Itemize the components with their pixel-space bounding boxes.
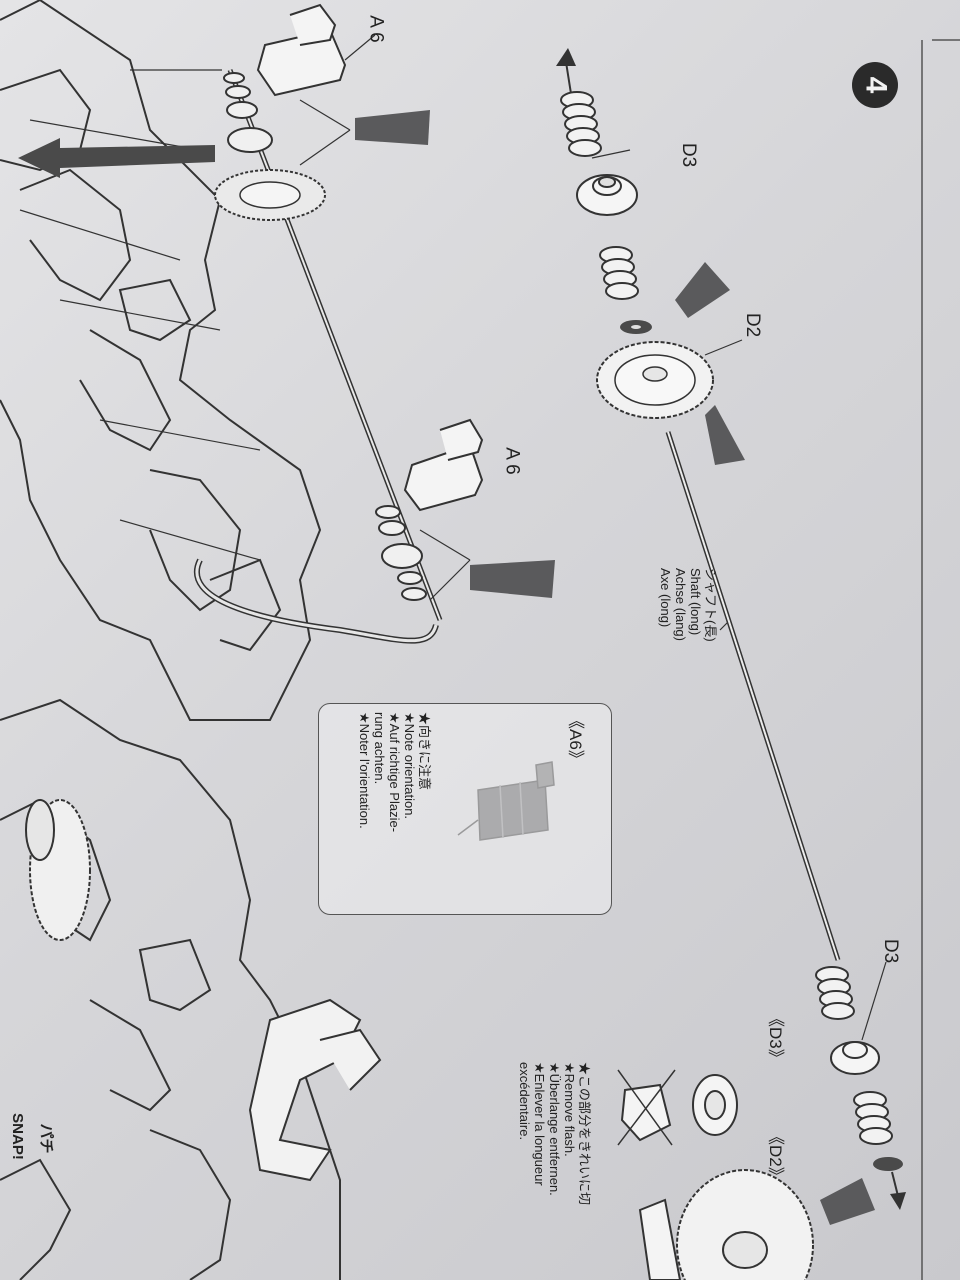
shaft-label-en: Shaft (long) bbox=[688, 568, 703, 636]
d3-detail-flash bbox=[617, 1069, 676, 1146]
d3-pulley-bottom bbox=[830, 1041, 880, 1075]
label-snap-en: SNAP! bbox=[8, 1113, 26, 1160]
d3-note-line-1: ★この部分をきれいに切 bbox=[577, 1062, 592, 1206]
label-d3-bottom: D3 bbox=[880, 938, 902, 964]
d2-detail-gear bbox=[638, 1169, 814, 1280]
shaft-label-ja: シャフト(長) bbox=[703, 568, 718, 642]
a6-note-line-5: ★Noter l'orientation. bbox=[357, 712, 372, 829]
a6-part-top bbox=[256, 3, 376, 97]
a6-note-title: 《A6》 bbox=[566, 712, 585, 767]
upper-shaft-assembly bbox=[214, 69, 443, 621]
spring-middle bbox=[599, 246, 639, 300]
shaft-label-de: Achse (lang) bbox=[673, 568, 688, 641]
lower-gear bbox=[25, 799, 91, 941]
a6-note-line-2: ★Note orientation. bbox=[402, 712, 417, 820]
d3-pulley-top bbox=[576, 174, 638, 216]
leader-lines bbox=[130, 69, 887, 1041]
spring-bottom-2 bbox=[853, 1091, 893, 1145]
label-a6-mid: A 6 bbox=[501, 447, 523, 475]
washer-bottom bbox=[873, 1157, 903, 1171]
a6-note-line-3: ★Auf richtige Plazie- bbox=[387, 712, 402, 833]
chassis-frame bbox=[0, 0, 322, 721]
a6-note-text: ★向きに注意 ★Note orientation. ★Auf richtige … bbox=[357, 712, 432, 832]
lower-chassis bbox=[0, 698, 341, 1280]
a6-part-mid bbox=[403, 418, 484, 512]
shaft-label-fr: Axe (long) bbox=[658, 568, 673, 628]
d2-gear bbox=[596, 341, 714, 419]
lower-bracket bbox=[248, 998, 382, 1182]
a6-note-box bbox=[318, 703, 612, 915]
label-a6-top: A 6 bbox=[365, 15, 387, 43]
label-d2: D2 bbox=[742, 312, 764, 338]
label-snap-ja: パチ bbox=[37, 1123, 55, 1154]
d3-detail-pulley bbox=[692, 1074, 738, 1136]
shaft-label-block: シャフト(長) Shaft (long) Achse (lang) Axe (l… bbox=[658, 568, 718, 642]
d3-note-line-3: ★Überlange entfernen. bbox=[547, 1062, 562, 1196]
mid-shaft-springs bbox=[375, 505, 427, 601]
label-d3-top: D3 bbox=[678, 142, 700, 168]
insert-direction-arrow bbox=[18, 138, 215, 178]
d3-note-line-5: excédentaire. bbox=[517, 1062, 532, 1141]
direction-arrow-bottom bbox=[890, 1171, 906, 1210]
spring-bottom-1 bbox=[815, 966, 855, 1020]
grease-tube-icons bbox=[355, 110, 875, 1225]
spring-top bbox=[560, 91, 602, 157]
step-number-badge: 4 bbox=[852, 62, 898, 108]
d2-note-title: 《D2》 bbox=[766, 1128, 785, 1184]
d3-note-title: 《D3》 bbox=[766, 1010, 785, 1066]
exploded-shaft bbox=[665, 431, 841, 961]
d3-note-text: ★この部分をきれいに切 ★Remove flash. ★Überlange en… bbox=[517, 1062, 592, 1205]
d3-note-line-4: ★Enlever la longueur bbox=[532, 1062, 547, 1186]
a6-note-line-4: rung achten. bbox=[372, 712, 387, 785]
a6-note-line-1: ★向きに注意 bbox=[417, 712, 432, 791]
d3-note-line-2: ★Remove flash. bbox=[562, 1062, 577, 1157]
